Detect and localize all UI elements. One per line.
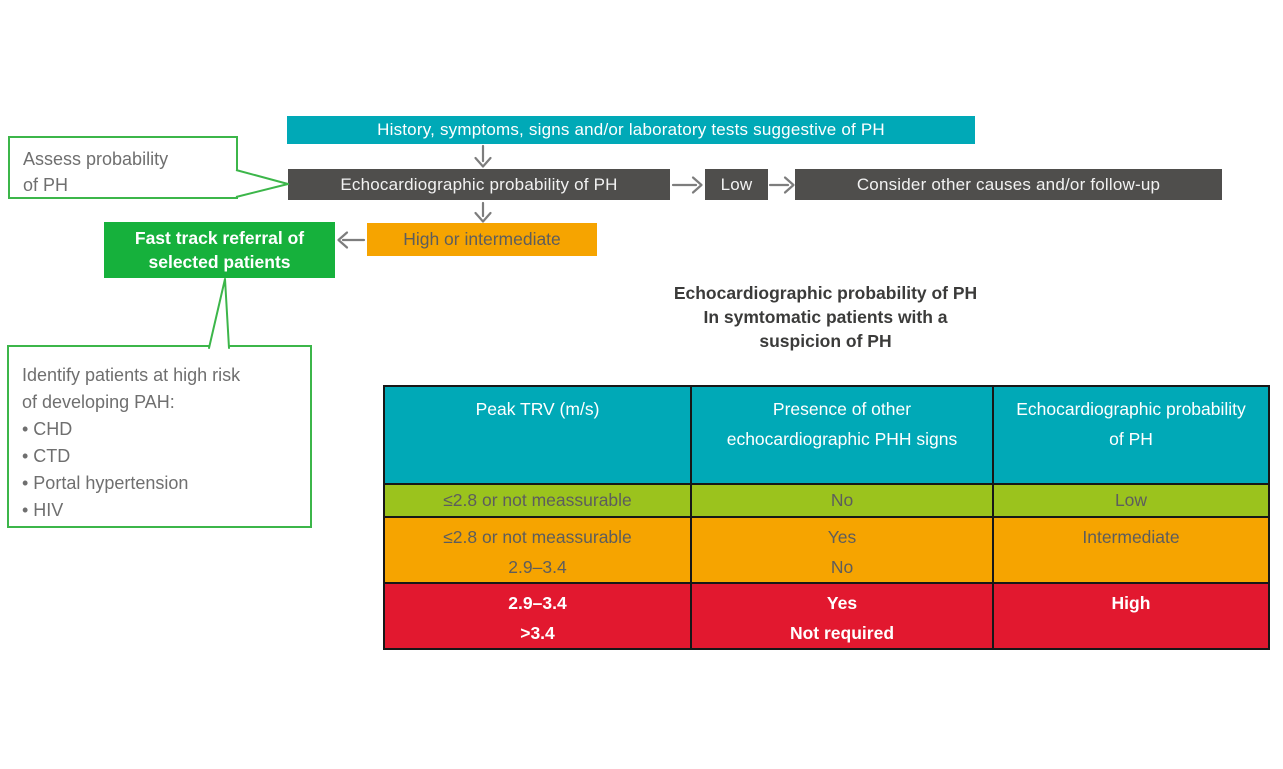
cell-low-probability-line1: Low [1114, 490, 1148, 510]
identify-bubble-line2: of developing PAH: [22, 392, 175, 412]
cell-low-signs: No [690, 483, 994, 518]
identify-patients-bubble: Identify patients at high risk of develo… [7, 345, 312, 528]
cell-intermediate-probability: Intermediate [992, 516, 1270, 584]
table-row-low: ≤2.8 or not meassurable No Low [383, 483, 1270, 518]
header-echo-probability: Echocardiographic probability of PH [992, 385, 1270, 485]
identify-bubble-line1: Identify patients at high risk [22, 365, 241, 385]
cell-low-signs-line1: No [830, 490, 854, 510]
cell-intermediate-trv-line1: ≤2.8 or not meassurable [443, 527, 632, 547]
assess-bubble-line2: of PH [23, 175, 69, 195]
cell-high-trv-line1: 2.9–3.4 [508, 593, 567, 613]
low-label: Low [720, 174, 753, 194]
cell-low-probability: Low [992, 483, 1270, 518]
table-title: Echocardiographic probability of PH In s… [383, 281, 1268, 353]
fast-track-line1: Fast track referral of [134, 228, 305, 248]
table-title-line1: Echocardiographic probability of PH [673, 283, 978, 303]
high-or-intermediate-label: High or intermediate [403, 229, 561, 249]
arrow-echo-to-low [671, 176, 703, 194]
table-header-row: Peak TRV (m/s) Presence of other echocar… [383, 385, 1270, 485]
cell-intermediate-probability-line1: Intermediate [1082, 527, 1180, 547]
assess-bubble-tail [235, 169, 289, 198]
identify-bullet-hiv: • HIV [22, 500, 64, 520]
arrow-low-to-consider [768, 176, 795, 194]
consider-other-causes-label: Consider other causes and/or follow-up [856, 174, 1161, 194]
header-peak-trv: Peak TRV (m/s) [383, 385, 692, 485]
table-row-intermediate: ≤2.8 or not meassurable 2.9–3.4 Yes No I… [383, 516, 1270, 584]
table-row-high: 2.9–3.4 >3.4 Yes Not required High [383, 582, 1270, 650]
assess-probability-bubble: Assess probability of PH [8, 136, 238, 199]
assess-bubble-line1: Assess probability [23, 149, 169, 169]
echo-probability-box: Echocardiographic probability of PH [288, 169, 670, 200]
cell-intermediate-trv-line2: 2.9–3.4 [508, 557, 567, 577]
arrow-high-intermediate-to-fast-track [337, 231, 366, 249]
identify-bullet-chd: • CHD [22, 419, 73, 439]
cell-low-trv: ≤2.8 or not meassurable [383, 483, 692, 518]
cell-high-signs-line2: Not required [789, 623, 895, 643]
cell-intermediate-signs-line2: No [830, 557, 854, 577]
identify-bubble-tail [208, 278, 230, 349]
fast-track-line2: selected patients [148, 252, 291, 272]
fast-track-referral-box: Fast track referral of selected patients [104, 222, 335, 278]
history-symptoms-box: History, symptoms, signs and/or laborato… [287, 116, 975, 144]
identify-bullet-ctd: • CTD [22, 446, 71, 466]
history-symptoms-label: History, symptoms, signs and/or laborato… [377, 120, 885, 139]
arrow-history-to-echo [474, 144, 492, 168]
cell-high-probability: High [992, 582, 1270, 650]
arrow-echo-to-high-intermediate [474, 201, 492, 223]
cell-high-probability-line1: High [1111, 593, 1151, 613]
cell-high-signs-line1: Yes [826, 593, 858, 613]
cell-high-signs: Yes Not required [690, 582, 994, 650]
cell-intermediate-signs-line1: Yes [827, 527, 857, 547]
consider-other-causes-box: Consider other causes and/or follow-up [795, 169, 1222, 200]
header-presence-signs: Presence of other echocardiographic PHH … [690, 385, 994, 485]
header-peak-trv-label: Peak TRV (m/s) [475, 399, 600, 419]
cell-high-trv-line2: >3.4 [520, 623, 555, 643]
cell-high-trv: 2.9–3.4 >3.4 [383, 582, 692, 650]
low-box: Low [705, 169, 768, 200]
header-presence-signs-label: Presence of other echocardiographic PHH … [726, 399, 958, 449]
cell-intermediate-trv: ≤2.8 or not meassurable 2.9–3.4 [383, 516, 692, 584]
table-title-line2: In symtomatic patients with a [703, 307, 948, 327]
cell-low-trv-line1: ≤2.8 or not meassurable [443, 490, 632, 510]
echo-probability-label: Echocardiographic probability of PH [340, 174, 618, 194]
high-or-intermediate-box: High or intermediate [367, 223, 597, 256]
echo-probability-table: Peak TRV (m/s) Presence of other echocar… [383, 385, 1270, 650]
header-echo-probability-label: Echocardiographic probability of PH [1016, 399, 1246, 449]
table-title-line3: suspicion of PH [759, 331, 892, 351]
cell-intermediate-signs: Yes No [690, 516, 994, 584]
identify-bullet-portal-hypertension: • Portal hypertension [22, 473, 189, 493]
